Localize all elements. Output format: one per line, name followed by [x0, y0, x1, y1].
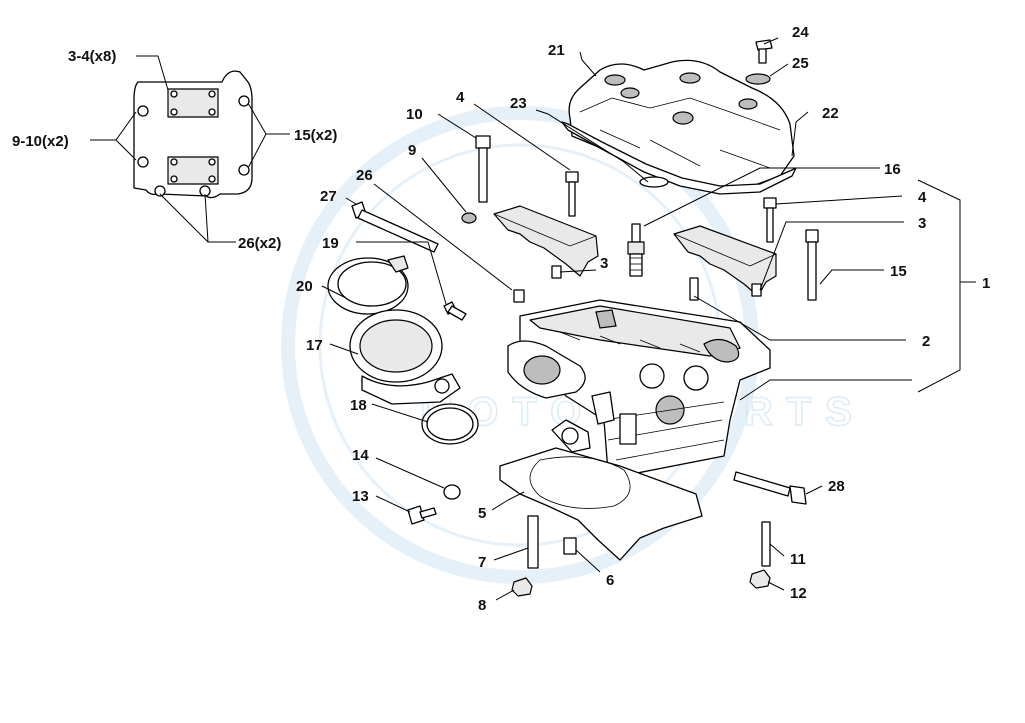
callout-18: 18 — [350, 397, 367, 414]
inset-callout-15: 15(x2) — [294, 127, 337, 144]
inset-head-top-view — [133, 70, 253, 199]
callout-4-top: 4 — [456, 89, 465, 106]
spark-plug — [627, 223, 645, 277]
callout-25: 25 — [792, 55, 809, 72]
inset-callout-9-10: 9-10(x2) — [12, 133, 69, 150]
callout-12: 12 — [790, 585, 807, 602]
callout-9: 9 — [408, 142, 416, 159]
inset-callout-26: 26(x2) — [238, 235, 281, 252]
callout-8: 8 — [478, 597, 486, 614]
callout-14: 14 — [352, 447, 369, 464]
intake-port-flange — [507, 340, 615, 453]
dowel-left — [551, 265, 562, 279]
cover-bolt — [755, 39, 773, 64]
callout-26: 26 — [356, 167, 373, 184]
callout-3-mid: 3 — [600, 255, 608, 272]
callout-27: 27 — [320, 188, 337, 205]
clamp-screw — [443, 301, 467, 321]
cover-grommet — [639, 176, 669, 188]
head-stud-right — [805, 229, 819, 301]
callout-16: 16 — [884, 161, 901, 178]
callout-20: 20 — [296, 278, 313, 295]
long-through-bolt — [351, 201, 439, 253]
inset-callout-3-4: 3-4(x8) — [68, 48, 116, 65]
callout-21: 21 — [548, 42, 565, 59]
callout-6: 6 — [606, 572, 614, 589]
sealing-washer — [443, 484, 461, 500]
callout-4-right: 4 — [918, 189, 927, 206]
head-bolt-washer — [461, 212, 477, 224]
intake-o-ring — [421, 403, 479, 445]
locating-dowel — [513, 289, 525, 303]
cap-bolt-right — [763, 197, 777, 243]
head-gasket-bore — [529, 456, 631, 509]
intake-manifold — [349, 309, 461, 405]
cover-washer — [745, 73, 771, 85]
cylinder-stud — [527, 515, 539, 569]
small-stud-nut — [749, 569, 771, 589]
callout-22: 22 — [822, 105, 839, 122]
cap-bolt-left — [565, 171, 579, 217]
callout-28: 28 — [828, 478, 845, 495]
callout-5: 5 — [478, 505, 486, 522]
guide-pin — [689, 277, 699, 301]
dowel-right — [751, 283, 762, 297]
side-bolt — [733, 471, 807, 505]
callout-19: 19 — [322, 235, 339, 252]
callout-7: 7 — [478, 554, 486, 571]
leader-lines — [90, 37, 976, 601]
stud-nut — [511, 577, 533, 597]
flange-bolt — [407, 505, 437, 525]
callout-15: 15 — [890, 263, 907, 280]
callout-1: 1 — [982, 275, 990, 292]
small-stud — [761, 521, 771, 567]
cam-cap-left — [493, 205, 599, 277]
head-bolt-long — [475, 135, 491, 203]
callout-23: 23 — [510, 95, 527, 112]
callout-11: 11 — [790, 551, 806, 568]
gasket-dowel — [563, 537, 577, 555]
head-gasket — [499, 447, 703, 561]
callout-10: 10 — [406, 106, 423, 123]
intake-clamp — [327, 255, 409, 315]
callout-3-right: 3 — [918, 215, 926, 232]
cylinder-head — [519, 299, 771, 477]
callout-24: 24 — [792, 24, 809, 41]
callout-2: 2 — [922, 333, 930, 350]
callout-17: 17 — [306, 337, 323, 354]
callout-13: 13 — [352, 488, 369, 505]
cam-cap-right — [673, 225, 777, 297]
